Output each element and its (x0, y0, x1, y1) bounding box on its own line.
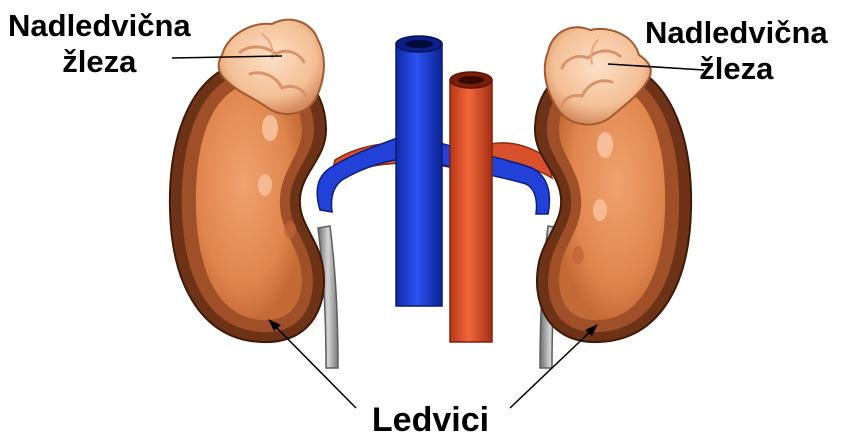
pointer-line-kidney-left (268, 319, 356, 408)
adrenal-gland-left-label-line1: Nadledvična (8, 8, 191, 44)
renal-vein-left (317, 135, 408, 212)
adrenal-gland-right-label-line2: žleza (645, 51, 828, 87)
adrenal-gland-left-label: Nadledvična žleza (8, 8, 191, 79)
kidneys-label: Ledvici (0, 401, 861, 440)
vena-cava (396, 36, 442, 306)
adrenal-gland-right-label: Nadledvična žleza (645, 15, 828, 86)
adrenal-gland-left-label-line2: žleza (8, 44, 191, 80)
pointer-line-kidney-right (510, 324, 598, 408)
aorta (450, 72, 492, 342)
adrenal-gland-right-label-line1: Nadledvična (645, 15, 828, 51)
